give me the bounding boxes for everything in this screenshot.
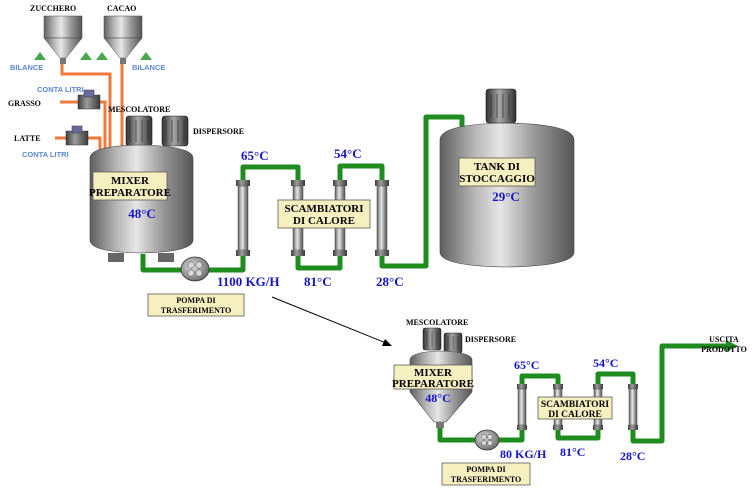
mixer-label-box: [92, 171, 168, 201]
fat-label: GRASSO: [8, 99, 41, 108]
temp2-in: 65°C: [514, 358, 539, 372]
exit-arrow: [726, 340, 738, 352]
flow-rate-2: 80 KG/H: [500, 447, 547, 461]
mixer2-motor: [422, 327, 442, 351]
temp-mid-bottom: 81°C: [304, 274, 332, 289]
mixer2-temperature: 48°C: [425, 391, 450, 405]
exit-label-line2: PRODOTTO: [701, 345, 747, 354]
tank-label-box: [458, 157, 536, 187]
meter-bottom-label: CONTA LITRI: [22, 150, 69, 159]
sugar-silo: [43, 15, 83, 64]
scale-left-label: BILANCE: [10, 63, 43, 72]
sugar-feed-pipe: [60, 64, 112, 150]
temp2-mid-top: 54°C: [593, 356, 618, 370]
mixer-label-line1: MIXER: [111, 175, 150, 187]
liter-meter-bottom: [65, 125, 89, 146]
hx2-label-box: [537, 396, 613, 420]
pipe-hx3-to-hx4: [337, 163, 385, 183]
pipe2-hx1-to-hx2: [519, 373, 561, 386]
heat-exchanger-4: [375, 180, 389, 256]
cocoa-label: CACAO: [107, 4, 136, 13]
hx-label-box: [277, 199, 371, 229]
heat-exchanger-1: [236, 180, 250, 256]
pump2-label-line1: POMPA DI: [466, 465, 505, 474]
milk-label: LATTE: [14, 134, 41, 143]
tank-temperature: 29°C: [492, 189, 520, 204]
temp2-mid-bottom: 81°C: [560, 445, 585, 459]
pipe-hx4-to-tank: [379, 114, 465, 269]
hx2-label-line1: SCAMBIATORI: [541, 400, 610, 410]
disperser2-motor-label: DISPERSORE: [465, 335, 516, 344]
disperser-motor-label: DISPERSORE: [193, 127, 244, 136]
mixer2-motor-label: MESCOLATORE: [406, 318, 468, 327]
pump-label-line1: POMPA DI: [176, 296, 215, 305]
meter-top-label: CONTA LITRI: [37, 85, 84, 94]
transfer-pump: [180, 256, 210, 282]
sugar-label: ZUCCHERO: [30, 4, 76, 13]
scale-down-arrow: [271, 296, 392, 346]
temp-in: 65°C: [241, 148, 269, 163]
temp-out: 28°C: [376, 274, 404, 289]
pump-label-line2: TRASFERIMENTO: [161, 306, 232, 315]
disperser-motor: [161, 115, 189, 147]
heat-exchanger-2-4: [628, 384, 638, 430]
flow-rate: 1100 KG/H: [217, 274, 279, 289]
mixer-label-line2: PREPARATORE: [89, 187, 171, 199]
liter-meter-top: [77, 89, 101, 110]
mixer-temperature: 48°C: [128, 206, 156, 221]
hx2-label-line2: DI CALORE: [548, 410, 602, 420]
pump2-label-line2: TRASFERIMENTO: [451, 475, 522, 484]
mixer2-label-line1: MIXER: [414, 367, 453, 379]
heat-exchanger-2-1: [517, 384, 527, 430]
hx-label-line2: DI CALORE: [293, 215, 355, 227]
fat-feed-pipe: [60, 100, 107, 150]
tank-label-line1: TANK DI: [474, 161, 520, 173]
scale-right-label: BILANCE: [132, 63, 165, 72]
temp2-out: 28°C: [620, 449, 645, 463]
mixer-tank: [89, 144, 194, 262]
pump2-label-box: [441, 462, 531, 486]
tank-label-line2: STOCCAGGIO: [459, 173, 535, 185]
pipe2-hx2-to-hx3: [555, 429, 601, 441]
temp-mid-top: 54°C: [334, 146, 362, 161]
pipe2-hx4-to-exit: [630, 343, 727, 444]
scale-icons: [34, 52, 152, 60]
pipe2-hx3-to-hx4: [595, 371, 636, 386]
mixer-motor: [125, 115, 153, 147]
mixer2-label-box: [393, 364, 473, 390]
plant-2: MESCOLATORE DISPERSORE MIXER PREPARATORE…: [392, 318, 747, 486]
hx-label-line1: SCAMBIATORI: [284, 203, 363, 215]
pump-label-box: [147, 293, 245, 317]
plant-1: ZUCCHERO CACAO BILANCE BILANCE CONTA LIT…: [8, 4, 575, 317]
pipe-hx1-to-hx2: [240, 164, 301, 183]
disperser2-motor: [443, 332, 463, 354]
storage-tank-motor: [485, 88, 517, 124]
cocoa-silo: [103, 15, 143, 64]
exit-label-line1: USCITA: [709, 335, 739, 344]
transfer-pump-2: [474, 429, 500, 451]
pipe-hx2-to-hx3: [295, 253, 343, 271]
mixer-motor-label: MESCOLATORE: [108, 105, 170, 114]
mixer2-label-line2: PREPARATORE: [392, 378, 474, 390]
